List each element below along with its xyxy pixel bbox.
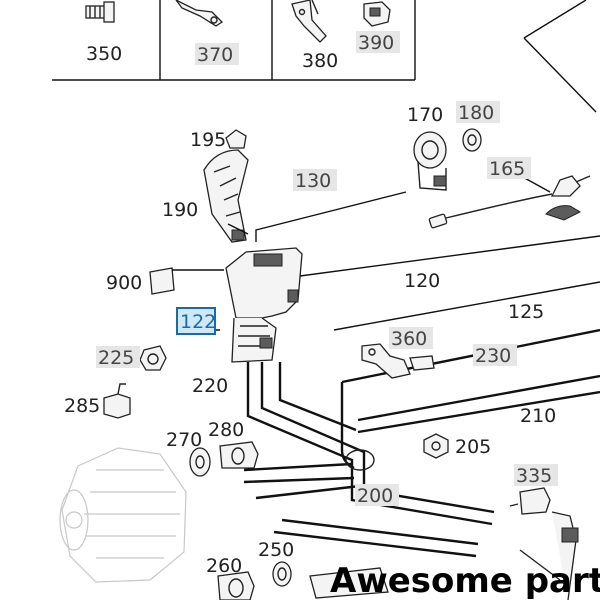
part-170-clockspring-icon [413,131,447,191]
part-285-sensor-icon [103,383,131,419]
top-parts-panel: 350 370 380 390 [52,0,416,81]
callout-350[interactable]: 350 [86,43,122,65]
part-bolt-lower-right-icon [519,511,579,600]
part-280-mount-icon [219,441,259,469]
callout-130[interactable]: 130 [295,170,331,192]
callout-360-highlight [389,327,433,349]
part-122-control-unit-icon [225,247,303,363]
callout-390[interactable]: 390 [358,32,394,54]
callout-170[interactable]: 170 [407,104,443,126]
callout-120[interactable]: 120 [404,270,440,292]
callout-180-highlight [456,101,500,123]
callout-370[interactable]: 370 [197,44,233,66]
callout-285[interactable]: 285 [64,395,100,417]
part-190-bracket-icon [203,149,249,243]
callout-165-highlight [487,157,531,179]
callout-205[interactable]: 205 [455,436,491,458]
alternator-ghost-icon [59,447,187,583]
callout-270[interactable]: 270 [166,429,202,451]
part-205-nut-icon [423,433,449,459]
callout-280[interactable]: 280 [208,419,244,441]
part-380-bracket-icon [291,0,327,43]
callout-200[interactable]: 200 [357,485,393,507]
part-335-relay-icon [509,487,551,515]
callout-230-highlight [473,344,517,366]
callout-370-highlight [195,43,239,65]
callout-180[interactable]: 180 [458,102,494,124]
callout-195[interactable]: 195 [190,129,226,151]
callout-130-highlight [293,169,337,191]
part-225-nut-icon [139,345,167,371]
watermark-text: Awesome parts [330,561,600,600]
part-bottom-rod-icon [309,567,389,599]
part-260-bushing-icon [217,571,255,600]
part-390-connector-icon [363,1,391,27]
callout-200-highlight [355,484,399,506]
callout-225[interactable]: 225 [98,347,134,369]
callout-190[interactable]: 190 [162,199,198,221]
callout-220[interactable]: 220 [192,375,228,397]
callout-260[interactable]: 260 [206,555,242,577]
callout-165[interactable]: 165 [489,158,525,180]
callout-360[interactable]: 360 [391,328,427,350]
callout-122-selection-box [176,307,216,335]
part-195-clip-icon [225,129,247,149]
callout-335-highlight [514,464,558,486]
part-250-sleeve-icon [272,561,292,587]
part-270-bushing-icon [189,447,211,477]
callout-210[interactable]: 210 [520,405,556,427]
callout-225-highlight [96,346,140,368]
callout-380[interactable]: 380 [302,50,338,72]
callout-390-highlight [356,31,400,53]
callout-125[interactable]: 125 [508,301,544,323]
part-360-bracket-icon [361,343,435,379]
callout-122[interactable]: 122 [180,311,216,333]
callout-900[interactable]: 900 [106,272,142,294]
frame-outline [523,0,597,113]
part-900-plug-icon [149,267,224,295]
part-350-bolt-icon [85,1,115,23]
part-370-bracket-icon [175,0,224,27]
part-180-cap-icon [462,128,482,152]
part-165-cable-icon [428,175,591,229]
wiring-harness [243,328,600,558]
callout-335[interactable]: 335 [516,465,552,487]
callout-250[interactable]: 250 [258,539,294,561]
callout-230[interactable]: 230 [475,345,511,367]
